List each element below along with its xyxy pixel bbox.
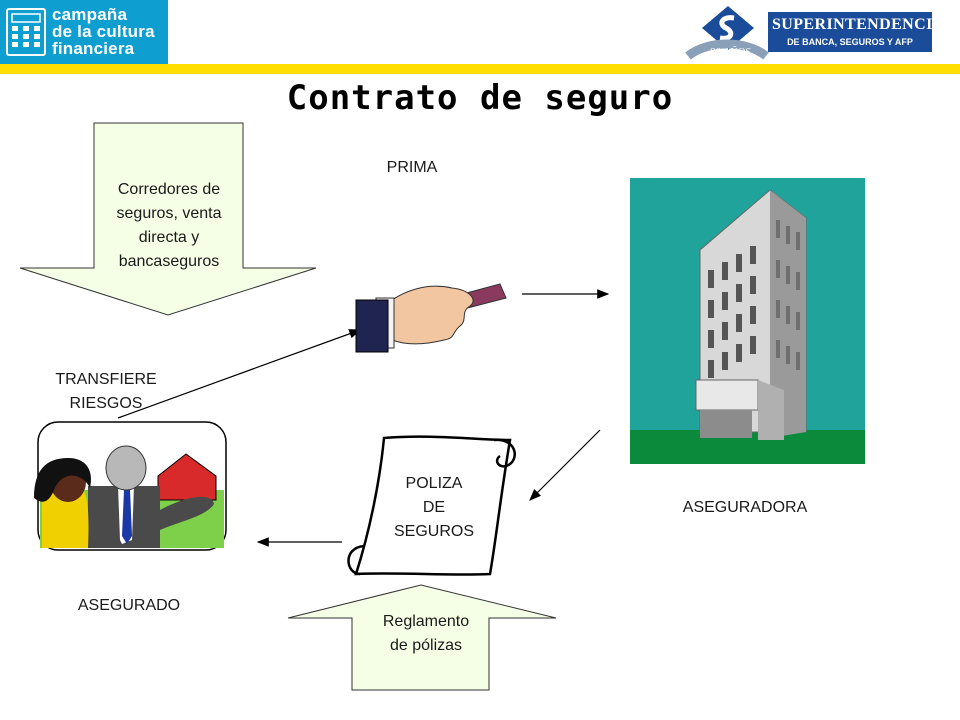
- org-subtitle: DE BANCA, SEGUROS Y AFP: [787, 37, 913, 47]
- regulation-line-2: de pólizas: [389, 637, 463, 654]
- transfer-line-1: TRANSFIERE: [55, 371, 157, 388]
- campaign-line-3: financiera: [52, 39, 135, 58]
- anniversary-text: 80 AÑOS: [709, 46, 751, 58]
- arrow-insurer-to-policy: [529, 429, 601, 501]
- regulation-text: Reglamento de pólizas: [356, 610, 496, 658]
- calculator-icon: [6, 8, 46, 56]
- anniversary-ribbon: 80 AÑOS: [709, 46, 751, 58]
- org-logo-box: [768, 12, 932, 52]
- policy-line-2: DE: [422, 499, 446, 516]
- intermediaries-text: Corredores de seguros, venta directa y b…: [94, 178, 244, 274]
- policy-text: POLIZA DE SEGUROS: [374, 472, 494, 544]
- campaign-line-2: de la cultura: [52, 22, 155, 41]
- arrow-transfer-to-payment: [117, 329, 362, 419]
- prima-label: PRIMA: [386, 159, 438, 176]
- transfer-line-2: RIESGOS: [69, 395, 143, 412]
- policy-line-3: SEGUROS: [393, 523, 474, 540]
- regulation-up-arrow: [287, 584, 557, 691]
- policy-scroll-icon: [347, 435, 516, 576]
- campaign-logo: [0, 0, 168, 64]
- regulation-line-1: Reglamento: [382, 613, 470, 630]
- transfer-risk-text: TRANSFIERE RIESGOS: [40, 368, 172, 416]
- insured-family-icon: [34, 421, 227, 551]
- payment-hand-icon: [355, 283, 507, 353]
- insurer-label: ASEGURADORA: [682, 499, 808, 516]
- insured-label: ASEGURADO: [77, 597, 181, 614]
- intermediaries-line-1: Corredores de: [117, 181, 221, 198]
- policy-line-1: POLIZA: [405, 475, 463, 492]
- org-name: SUPERINTENDENCIA: [772, 16, 945, 33]
- intermediaries-line-4: bancaseguros: [118, 253, 220, 270]
- slide-title: Contrato de seguro: [286, 78, 674, 118]
- intermediaries-line-3: directa y: [138, 229, 200, 246]
- campaign-line-1: campaña: [52, 5, 128, 24]
- campaign-separator: [168, 0, 171, 64]
- sbs-emblem-icon: [685, 6, 769, 60]
- header-stripe: [0, 64, 960, 74]
- insurer-building-icon: [630, 178, 865, 464]
- intermediaries-line-2: seguros, venta: [116, 205, 222, 222]
- intermediaries-down-arrow: [19, 122, 317, 316]
